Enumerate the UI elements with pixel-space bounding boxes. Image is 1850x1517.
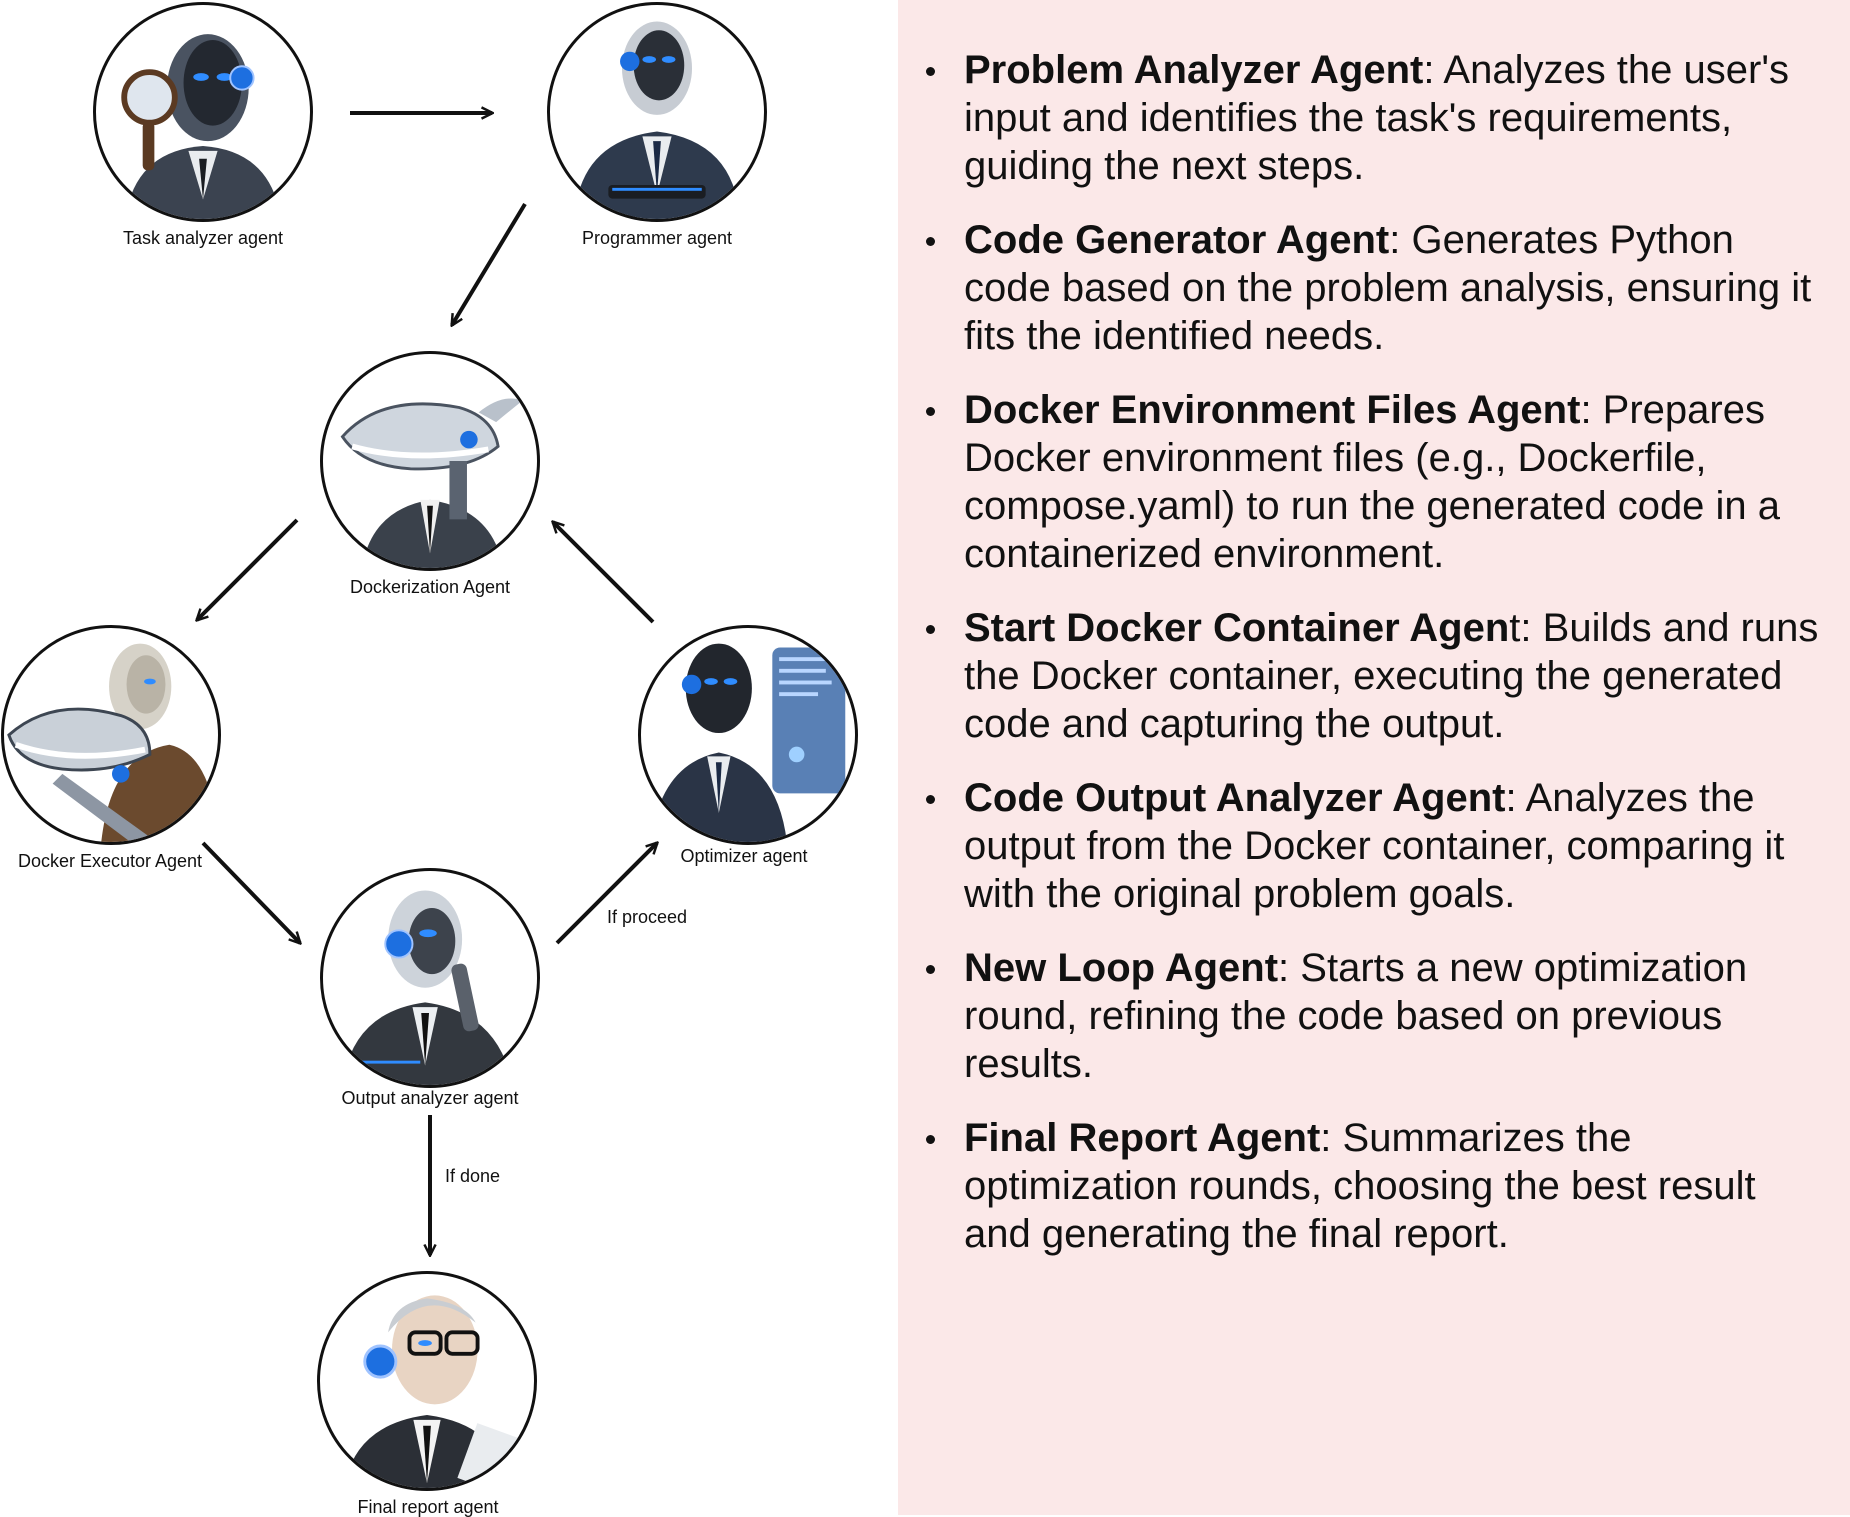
description-docker-environment-files: Docker Environment Files Agent: Prepares… xyxy=(926,386,1824,578)
agent-text: Builds and runs the Docker container, ex… xyxy=(964,606,1819,746)
agent-separator: t: xyxy=(1509,606,1532,650)
arrow-dockerization-to-executor xyxy=(197,518,299,620)
agent-name: New Loop Agent xyxy=(964,946,1279,990)
agent-text: Starts a new optimization round, refinin… xyxy=(964,946,1748,1086)
edge-label-if-proceed: If proceed xyxy=(607,907,688,927)
robot-thinking-icon xyxy=(342,890,513,1085)
optimizer-node xyxy=(638,625,858,845)
description-problem-analyzer: Problem Analyzer Agent: Analyzes the use… xyxy=(926,46,1824,190)
optimizer-label: Optimizer agent xyxy=(680,846,808,866)
agent-name: Problem Analyzer Agent xyxy=(964,48,1424,92)
robot-magnifier-icon xyxy=(121,34,281,219)
robot-typing-icon xyxy=(574,21,740,219)
description-code-output-analyzer: Code Output Analyzer Agent: Analyzes the… xyxy=(926,774,1824,918)
task-analyzer-node xyxy=(93,2,313,222)
agent-separator: : xyxy=(1278,946,1290,990)
whale-robot-icon xyxy=(340,398,523,568)
arrow-optimizer-to-dockerization xyxy=(553,522,655,624)
agent-description-list: Problem Analyzer Agent: Analyzes the use… xyxy=(926,46,1824,1284)
description-final-report: Final Report Agent: Summarizes the optim… xyxy=(926,1114,1824,1258)
agent-separator: : xyxy=(1505,776,1517,820)
output-analyzer-label: Output analyzer agent xyxy=(341,1088,519,1108)
description-code-generator: Code Generator Agent: Generates Python c… xyxy=(926,216,1824,360)
flow-arrows xyxy=(0,0,898,1515)
docker-executor-node xyxy=(1,625,221,845)
arrow-programmer-to-dockerization xyxy=(452,202,527,325)
agent-flow-diagram: Task analyzer agent Programmer agent xyxy=(0,0,898,1517)
agent-text: Prepares Docker environment files (e.g.,… xyxy=(964,388,1781,576)
agent-name: Code Output Analyzer Agent xyxy=(964,776,1506,820)
agent-name: Docker Environment Files Agent xyxy=(964,388,1581,432)
task-analyzer-label: Task analyzer agent xyxy=(122,228,284,248)
docker-executor-label: Docker Executor Agent xyxy=(17,851,203,871)
agent-name: Start Docker Container Agen xyxy=(964,606,1510,650)
programmer-label: Programmer agent xyxy=(581,228,733,248)
agent-text: Summarizes the optimization rounds, choo… xyxy=(964,1116,1756,1256)
agent-text: Analyzes the user's input and identifies… xyxy=(964,48,1789,188)
agent-text: Analyzes the output from the Docker cont… xyxy=(964,776,1785,916)
robot-glasses-icon xyxy=(344,1295,524,1488)
arrow-executor-to-output xyxy=(201,841,300,943)
dockerization-label: Dockerization Agent xyxy=(349,577,511,597)
agent-separator: : xyxy=(1389,218,1401,262)
whale-robot-executor-icon xyxy=(7,643,218,842)
agent-separator: : xyxy=(1580,388,1592,432)
description-start-docker-container: Start Docker Container Agent: Builds and… xyxy=(926,604,1824,748)
arrow-output-to-optimizer xyxy=(555,843,657,945)
description-new-loop: New Loop Agent: Starts a new optimizatio… xyxy=(926,944,1824,1088)
agent-separator: : xyxy=(1423,48,1435,92)
agent-name: Code Generator Agent xyxy=(964,218,1390,262)
dockerization-node xyxy=(320,351,540,571)
programmer-node xyxy=(547,2,767,222)
output-analyzer-node xyxy=(320,868,540,1088)
agent-name: Final Report Agent xyxy=(964,1116,1321,1160)
final-report-label: Final report agent xyxy=(357,1497,499,1517)
agent-separator: : xyxy=(1320,1116,1332,1160)
agent-text: Generates Python code based on the probl… xyxy=(964,218,1812,358)
edge-label-if-done: If done xyxy=(445,1166,501,1186)
final-report-node xyxy=(317,1271,537,1491)
agent-descriptions-panel: Problem Analyzer Agent: Analyzes the use… xyxy=(898,0,1850,1515)
robot-screen-icon xyxy=(650,643,846,842)
